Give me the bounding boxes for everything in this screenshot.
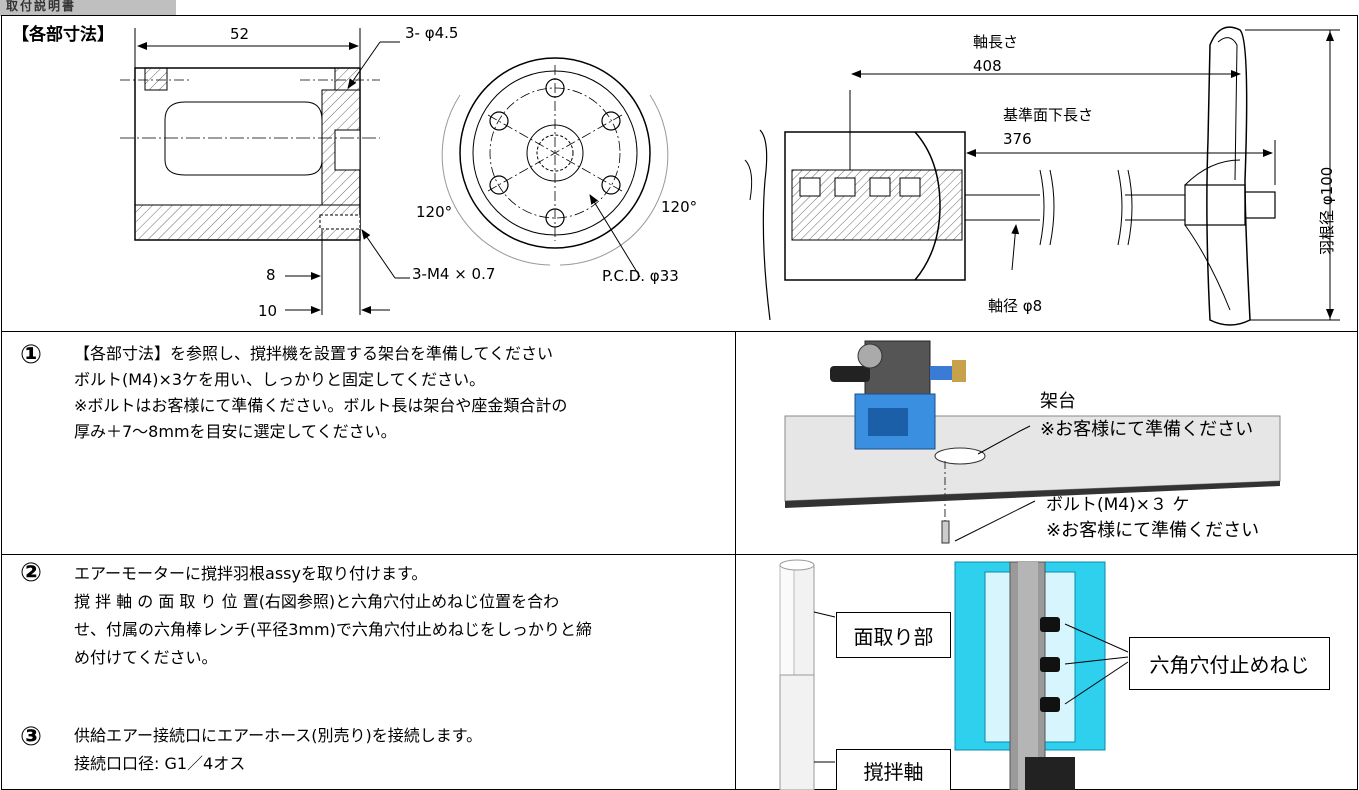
frame-label: 架台 (1040, 391, 1076, 412)
step-1-number: ① (20, 340, 43, 370)
step-3-instructions: 供給エアー接続口にエアーホース(別売り)を接続します。 接続口口径: G1／4オ… (74, 723, 482, 777)
header-tab: 取付説明書 (0, 0, 176, 16)
angle-left: 120° (416, 203, 453, 221)
step-2-line: め付けてください。 (74, 648, 218, 667)
step-3-line: 供給エアー接続口にエアーホース(別売り)を接続します。 (74, 726, 483, 745)
shaft-assembly-drawing (744, 26, 1340, 326)
step-1-line: 厚み＋7〜8mmを目安に選定してください。 (74, 422, 397, 441)
step-1-instructions: 【各部寸法】を参照し、撹拌機を設置する架台を準備してください ボルト(M4)×3… (74, 341, 567, 445)
step-1-line: 【各部寸法】を参照し、撹拌機を設置する架台を準備してください (74, 344, 554, 363)
angle-right: 120° (661, 198, 698, 216)
dim-10: 10 (258, 302, 278, 320)
mount-illustration (784, 340, 1281, 544)
step-2-line: 撹 拌 軸 の 面 取 り 位 置(右図参照)と六角穴付止めねじ位置を合わ (74, 592, 560, 611)
callout-chamfer: 面取り部 (836, 612, 951, 658)
ref-length-label: 基準面下長さ (1003, 106, 1094, 124)
blade-diameter: 羽根径 φ100 (1318, 166, 1336, 255)
row-divider-2 (1, 554, 1358, 555)
side-section-drawing (120, 28, 410, 315)
shaft-length-value: 408 (973, 57, 1002, 75)
flange-end-view (441, 57, 669, 278)
frame-note: ※お客様にて準備ください (1040, 419, 1254, 440)
step-1-line: ボルト(M4)×3ケを用い、しっかりと固定してください。 (74, 370, 486, 389)
bolt-note: ※お客様にて準備ください (1046, 520, 1260, 541)
dim-8: 8 (266, 266, 276, 284)
holes-spec: 3- φ4.5 (405, 24, 459, 42)
callout-set-screw: 六角穴付止めねじ (1129, 637, 1330, 690)
column-divider (735, 332, 736, 790)
pcd-spec: P.C.D. φ33 (602, 267, 679, 285)
row-divider-1 (1, 331, 1358, 332)
shaft-length-label: 軸長さ (973, 33, 1019, 51)
step-2-number: ② (20, 558, 43, 588)
shaft-diameter: 軸径 φ8 (988, 297, 1043, 315)
shaft-screw-illustration (779, 559, 1129, 790)
step-2-instructions: エアーモーターに撹拌羽根assyを取り付けます。 撹 拌 軸 の 面 取 り 位… (74, 561, 592, 671)
step-3-number: ③ (20, 722, 43, 752)
dim-52: 52 (230, 25, 250, 43)
ref-length-value: 376 (1003, 130, 1032, 148)
step-1-line: ※ボルトはお客様にて準備ください。ボルト長は架台や座金類合計の (74, 396, 568, 415)
callout-shaft: 撹拌軸 (836, 749, 951, 790)
step-3-line: 接続口口径: G1／4オス (74, 754, 246, 773)
step-2-line: エアーモーターに撹拌羽根assyを取り付けます。 (74, 564, 428, 583)
bolt-label: ボルト(M4)×３ ケ (1046, 495, 1190, 515)
thread-spec: 3-M4 × 0.7 (412, 265, 496, 283)
step-2-line: せ、付属の六角棒レンチ(平径3mm)で六角穴付止めねじをしっかりと締 (74, 620, 592, 639)
section-title: 【各部寸法】 (12, 25, 114, 45)
header-tab-label: 取付説明書 (6, 0, 77, 13)
